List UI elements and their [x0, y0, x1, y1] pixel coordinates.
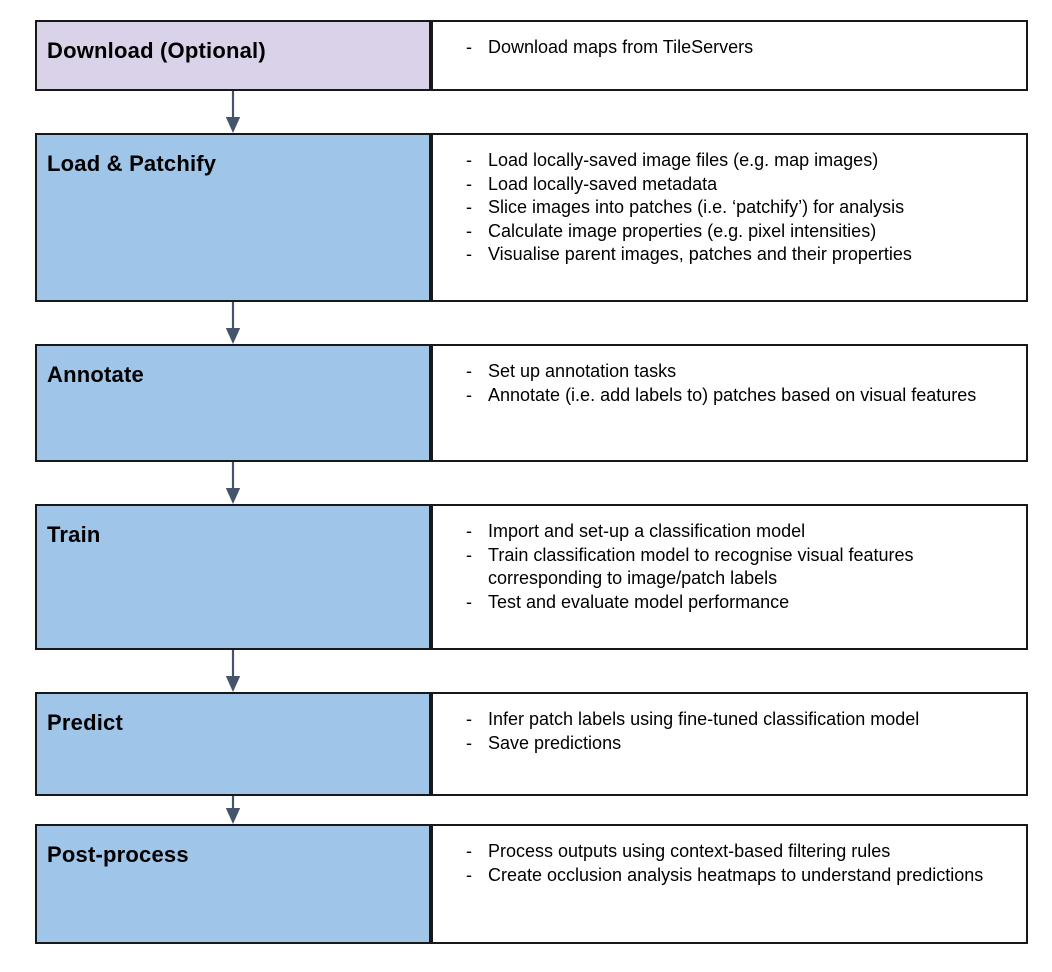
bullet-text: Test and evaluate model performance [488, 591, 790, 612]
bullet-text: Calculate image properties (e.g. pixel i… [488, 220, 877, 241]
bullet-dash-marker: - [466, 220, 472, 241]
bullet-item: - Infer patch labels using fine-tuned cl… [466, 708, 1010, 732]
bullet-dash-marker: - [466, 544, 472, 565]
bullet-dash-marker: - [466, 732, 472, 753]
down-arrow-icon [225, 796, 241, 824]
bullet-text: Process outputs using context-based filt… [488, 841, 891, 861]
step-details-box: - Download maps from TileServers [431, 20, 1028, 91]
pipeline-step-row: Load & Patchify - Load locally-saved ima… [35, 133, 1028, 302]
bullet-item: - Train classification model to recognis… [466, 544, 1010, 591]
bullet-dash-marker: - [466, 864, 472, 885]
step-details-box: - Process outputs using context-based fi… [431, 824, 1028, 944]
step-label-box: Post-process [35, 824, 431, 944]
down-arrow-icon [225, 462, 241, 504]
bullet-dash-marker: - [466, 37, 472, 57]
bullet-text: Load locally-saved metadata [488, 173, 718, 194]
flow-arrow [35, 302, 431, 344]
bullet-item: - Import and set-up a classification mod… [466, 520, 1010, 544]
bullet-dash-marker: - [466, 197, 472, 217]
bullet-text: Annotate (i.e. add labels to) patches ba… [488, 384, 977, 405]
bullet-item: - Set up annotation tasks [466, 360, 1010, 384]
bullet-item: - Load locally-saved metadata [466, 173, 1010, 197]
step-label: Train [47, 522, 101, 547]
step-label: Annotate [47, 362, 144, 387]
step-details-box: - Load locally-saved image files (e.g. m… [431, 133, 1028, 302]
bullet-dash-marker: - [466, 709, 472, 729]
down-arrow-icon [225, 302, 241, 344]
step-label: Load & Patchify [47, 151, 217, 176]
bullet-item: - Slice images into patches (i.e. ‘patch… [466, 196, 1010, 220]
bullet-item: - Calculate image properties (e.g. pixel… [466, 220, 1010, 244]
bullet-text: Download maps from TileServers [488, 37, 754, 57]
bullet-item: - Annotate (i.e. add labels to) patches … [466, 384, 1010, 408]
step-label: Predict [47, 710, 123, 735]
down-arrow-icon [225, 650, 241, 692]
flow-arrow [35, 462, 431, 504]
bullet-item: - Save predictions [466, 732, 1010, 756]
pipeline-steps-container: Download (Optional) - Download maps from… [35, 20, 1052, 944]
down-arrow-icon [225, 91, 241, 133]
bullet-text: Visualise parent images, patches and the… [488, 244, 912, 264]
pipeline-step-row: Download (Optional) - Download maps from… [35, 20, 1028, 91]
bullet-item: - Load locally-saved image files (e.g. m… [466, 149, 1010, 173]
step-label-box: Download (Optional) [35, 20, 431, 91]
bullet-text: Load locally-saved image files (e.g. map… [488, 150, 879, 170]
step-label-box: Annotate [35, 344, 431, 462]
step-label: Download (Optional) [47, 38, 266, 63]
bullet-dash-marker: - [466, 150, 472, 170]
bullet-text: Set up annotation tasks [488, 361, 677, 381]
pipeline-step-row: Train - Import and set-up a classificati… [35, 504, 1028, 650]
bullet-item: - Process outputs using context-based fi… [466, 840, 1010, 864]
pipeline-step-row: Annotate - Set up annotation tasks - Ann… [35, 344, 1028, 462]
bullet-text: Create occlusion analysis heatmaps to un… [488, 864, 984, 885]
bullet-item: - Download maps from TileServers [466, 36, 1010, 60]
bullet-text: Import and set-up a classification model [488, 521, 806, 541]
bullet-text: Save predictions [488, 732, 622, 753]
step-label-box: Train [35, 504, 431, 650]
bullet-dash-marker: - [466, 841, 472, 861]
pipeline-step-row: Post-process - Process outputs using con… [35, 824, 1028, 944]
bullet-item: - Visualise parent images, patches and t… [466, 243, 1010, 267]
bullet-text: Train classification model to recognise … [488, 544, 914, 589]
step-details-box: - Import and set-up a classification mod… [431, 504, 1028, 650]
bullet-dash-marker: - [466, 361, 472, 381]
flow-arrow [35, 796, 431, 824]
bullet-text: Infer patch labels using fine-tuned clas… [488, 709, 920, 729]
step-label: Post-process [47, 842, 189, 867]
step-details-box: - Infer patch labels using fine-tuned cl… [431, 692, 1028, 796]
bullet-dash-marker: - [466, 244, 472, 264]
pipeline-step-row: Predict - Infer patch labels using fine-… [35, 692, 1028, 796]
step-details-box: - Set up annotation tasks - Annotate (i.… [431, 344, 1028, 462]
bullet-dash-marker: - [466, 591, 472, 612]
bullet-dash-marker: - [466, 384, 472, 405]
bullet-dash-marker: - [466, 173, 472, 194]
flow-arrow [35, 91, 431, 133]
step-label-box: Predict [35, 692, 431, 796]
bullet-dash-marker: - [466, 521, 472, 541]
flow-arrow [35, 650, 431, 692]
step-label-box: Load & Patchify [35, 133, 431, 302]
bullet-text: Slice images into patches (i.e. ‘patchif… [488, 197, 905, 217]
bullet-item: - Create occlusion analysis heatmaps to … [466, 864, 1010, 888]
bullet-item: - Test and evaluate model performance [466, 591, 1010, 615]
